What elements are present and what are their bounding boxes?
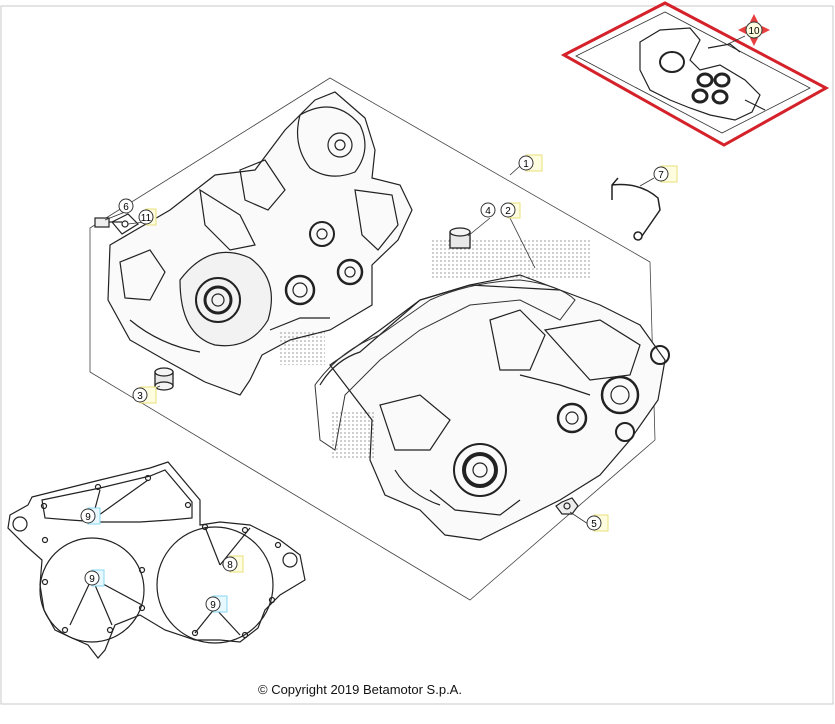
selection-cursor-icon: [738, 14, 770, 46]
callout-7[interactable]: 7: [653, 165, 678, 183]
assembly-outline: [89, 77, 656, 601]
callout-2[interactable]: 2: [500, 202, 521, 219]
bolt-6: [94, 217, 122, 228]
callout-9-upper[interactable]: 9: [80, 507, 101, 525]
callout-4[interactable]: 4: [480, 202, 496, 218]
callout-9-middle[interactable]: 9: [84, 569, 105, 587]
callout-1-label: 1: [523, 159, 529, 170]
callout-10[interactable]: 10: [745, 21, 763, 39]
right-crankcase-half: [319, 274, 670, 541]
callout-9-middle-label: 9: [89, 574, 95, 585]
gasket-kit-highlight[interactable]: [560, 1, 830, 147]
copyright-notice: © Copyright 2019 Betamotor S.p.A.: [258, 682, 462, 697]
callout-3[interactable]: 3: [132, 386, 157, 404]
wire-clip-7: [611, 177, 661, 241]
clutch-cover-gasket: [7, 461, 306, 659]
callout-7-label: 7: [658, 170, 664, 181]
callout-4-label: 4: [485, 206, 491, 217]
callout-9-lower[interactable]: 9: [205, 595, 228, 613]
callout-9-lower-label: 9: [210, 600, 216, 611]
diagram-border: [0, 5, 834, 705]
callout-6[interactable]: 6: [118, 198, 134, 214]
callout-9-upper-label: 9: [85, 512, 91, 523]
callout-1[interactable]: 1: [518, 154, 543, 172]
gasket-kit-parts: [639, 27, 766, 121]
dowel-bushing-4: [449, 227, 471, 249]
callout-6-label: 6: [123, 202, 129, 213]
callout-3-label: 3: [137, 391, 143, 402]
callout-2-label: 2: [505, 206, 511, 217]
callout-10-label: 10: [748, 26, 760, 37]
callout-8[interactable]: 8: [222, 555, 244, 573]
callout-8-label: 8: [227, 560, 233, 571]
callout-11-label: 11: [141, 213, 152, 224]
callout-5[interactable]: 5: [586, 514, 609, 532]
left-crankcase-half: [107, 91, 413, 396]
nut-5: [555, 497, 579, 515]
callout-5-label: 5: [591, 519, 597, 530]
callout-11[interactable]: 11: [138, 208, 157, 226]
dowel-bushing-3: [154, 367, 174, 391]
